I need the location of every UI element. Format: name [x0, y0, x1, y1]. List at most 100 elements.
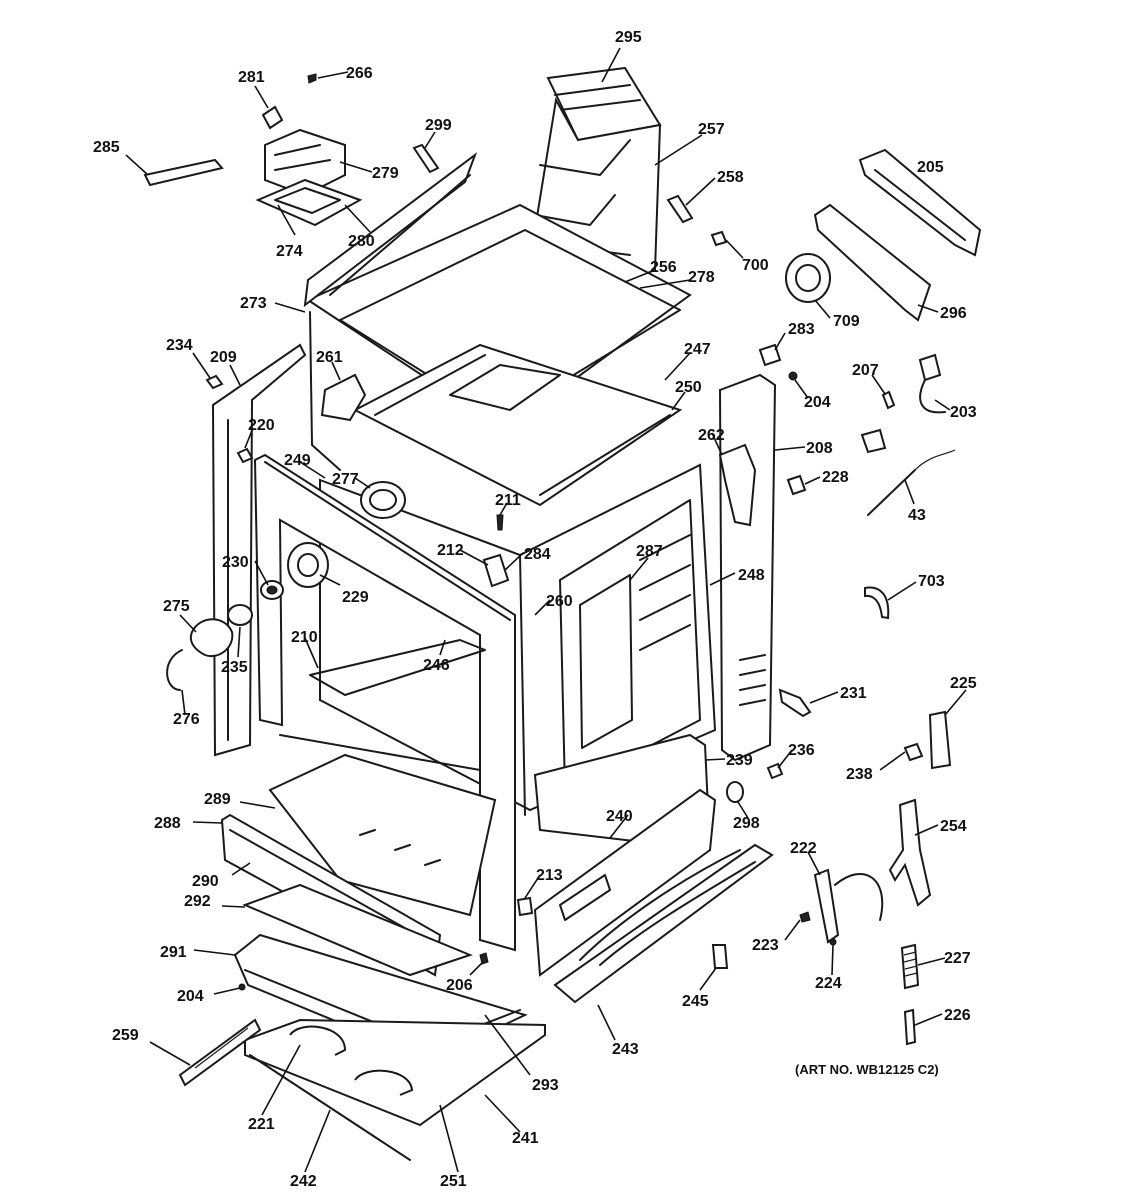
part-266-screw: [307, 73, 317, 84]
callout-258: 258: [717, 169, 744, 186]
leader-lines: [125, 47, 967, 1173]
callout-299: 299: [425, 117, 452, 134]
part-203-power-cord: [860, 353, 946, 454]
part-235-bulb: [227, 604, 253, 626]
callout-261: 261: [316, 349, 343, 366]
part-223-screw: [799, 911, 811, 923]
part-231-bracket: [778, 688, 812, 718]
callout-240: 240: [606, 808, 633, 825]
callout-287: 287: [636, 543, 663, 560]
part-230-socket: [260, 580, 284, 600]
part-243-burner: [553, 843, 774, 1004]
part-258-bracket: [666, 194, 694, 224]
callout-262: 262: [698, 427, 725, 444]
part-205-vent-panel: [858, 148, 982, 257]
callout-703: 703: [918, 573, 945, 590]
callout-280: 280: [348, 233, 375, 250]
part-211-284-hardware: [482, 514, 510, 588]
callout-298: 298: [733, 815, 760, 832]
callout-257: 257: [698, 121, 725, 138]
callout-209: 209: [210, 349, 237, 366]
callout-293: 293: [532, 1077, 559, 1094]
callout-205: 205: [917, 159, 944, 176]
callout-206: 206: [446, 977, 473, 994]
callout-236: 236: [788, 742, 815, 759]
callout-273: 273: [240, 295, 267, 312]
callout-275: 275: [163, 598, 190, 615]
callout-274: 274: [276, 243, 303, 260]
part-213-bracket: [516, 896, 534, 917]
part-262-bracket: [718, 443, 757, 527]
part-234-220-screws: [205, 374, 254, 464]
callout-211: 211: [495, 492, 521, 509]
part-204b-screw: [238, 983, 246, 991]
callout-242: 242: [290, 1173, 317, 1190]
callout-241: 241: [512, 1130, 539, 1147]
part-254-hinge: [888, 798, 932, 907]
callout-223: 223: [752, 937, 779, 954]
callout-256: 256: [650, 259, 677, 276]
callout-212: 212: [437, 542, 464, 559]
callout-226: 226: [944, 1007, 971, 1024]
callout-700: 700: [742, 257, 769, 274]
callout-227: 227: [944, 950, 971, 967]
callout-221: 221: [248, 1116, 275, 1133]
part-276-wire-clip: [166, 649, 183, 691]
part-703-shield: [864, 586, 890, 620]
part-259-slide-rail: [178, 1018, 262, 1087]
part-279-ignitor-assembly: [264, 128, 346, 197]
part-292-drawer-panel: [242, 883, 473, 977]
callout-281: 281: [238, 69, 265, 86]
callout-296: 296: [940, 305, 967, 322]
callout-208: 208: [806, 440, 833, 457]
callout-289: 289: [204, 791, 231, 808]
callout-279: 279: [372, 165, 399, 182]
part-226-link: [903, 1008, 917, 1046]
callout-204b: 204: [177, 988, 204, 1005]
callout-259: 259: [112, 1027, 139, 1044]
part-285-spark-wire: [143, 158, 224, 187]
callout-278: 278: [688, 269, 715, 286]
callout-229: 229: [342, 589, 369, 606]
callout-285: 285: [93, 139, 120, 156]
callout-213: 213: [536, 867, 563, 884]
callout-43: 43: [908, 507, 926, 524]
part-228-clip: [786, 474, 807, 496]
part-225-bracket: [928, 710, 952, 770]
part-206-screw: [479, 952, 489, 965]
callout-250: 250: [675, 379, 702, 396]
part-227-spring: [900, 943, 920, 990]
callout-247: 247: [684, 341, 711, 358]
part-43-sensor: [867, 449, 956, 516]
art-number: (ART NO. WB12125 C2): [795, 1062, 939, 1077]
part-241-drawer-bottom: [244, 1018, 546, 1161]
callout-266: 266: [346, 65, 373, 82]
part-222-hinge: [813, 868, 884, 944]
part-273-back-panel: [303, 152, 478, 471]
callout-251: 251: [440, 1173, 467, 1190]
callout-249: 249: [284, 452, 311, 469]
part-204-nut: [788, 371, 798, 381]
callout-245: 245: [682, 993, 709, 1010]
callout-228: 228: [822, 469, 849, 486]
part-246-front-frame: [253, 453, 516, 952]
part-209-left-side: [211, 343, 307, 757]
callout-277: 277: [332, 471, 359, 488]
part-245-orifice: [711, 944, 729, 969]
callout-284: 284: [524, 546, 551, 563]
callout-246: 246: [423, 657, 450, 674]
part-oven-body: [319, 463, 717, 816]
callout-283: 283: [788, 321, 815, 338]
part-709-fan: [785, 253, 831, 303]
part-296-vent-panel: [813, 203, 932, 322]
part-275-lens: [189, 618, 234, 658]
part-261-bracket: [320, 373, 367, 422]
part-289-lower-floor: [268, 753, 497, 917]
callout-labels: 295 266 281 299 257 285 279 258 205 274 …: [93, 29, 977, 1190]
part-281-clip: [261, 105, 284, 130]
callout-290: 290: [192, 873, 219, 890]
callout-220: 220: [248, 417, 275, 434]
part-207-fuse: [881, 390, 896, 410]
callout-288: 288: [154, 815, 181, 832]
callout-291: 291: [160, 944, 187, 961]
